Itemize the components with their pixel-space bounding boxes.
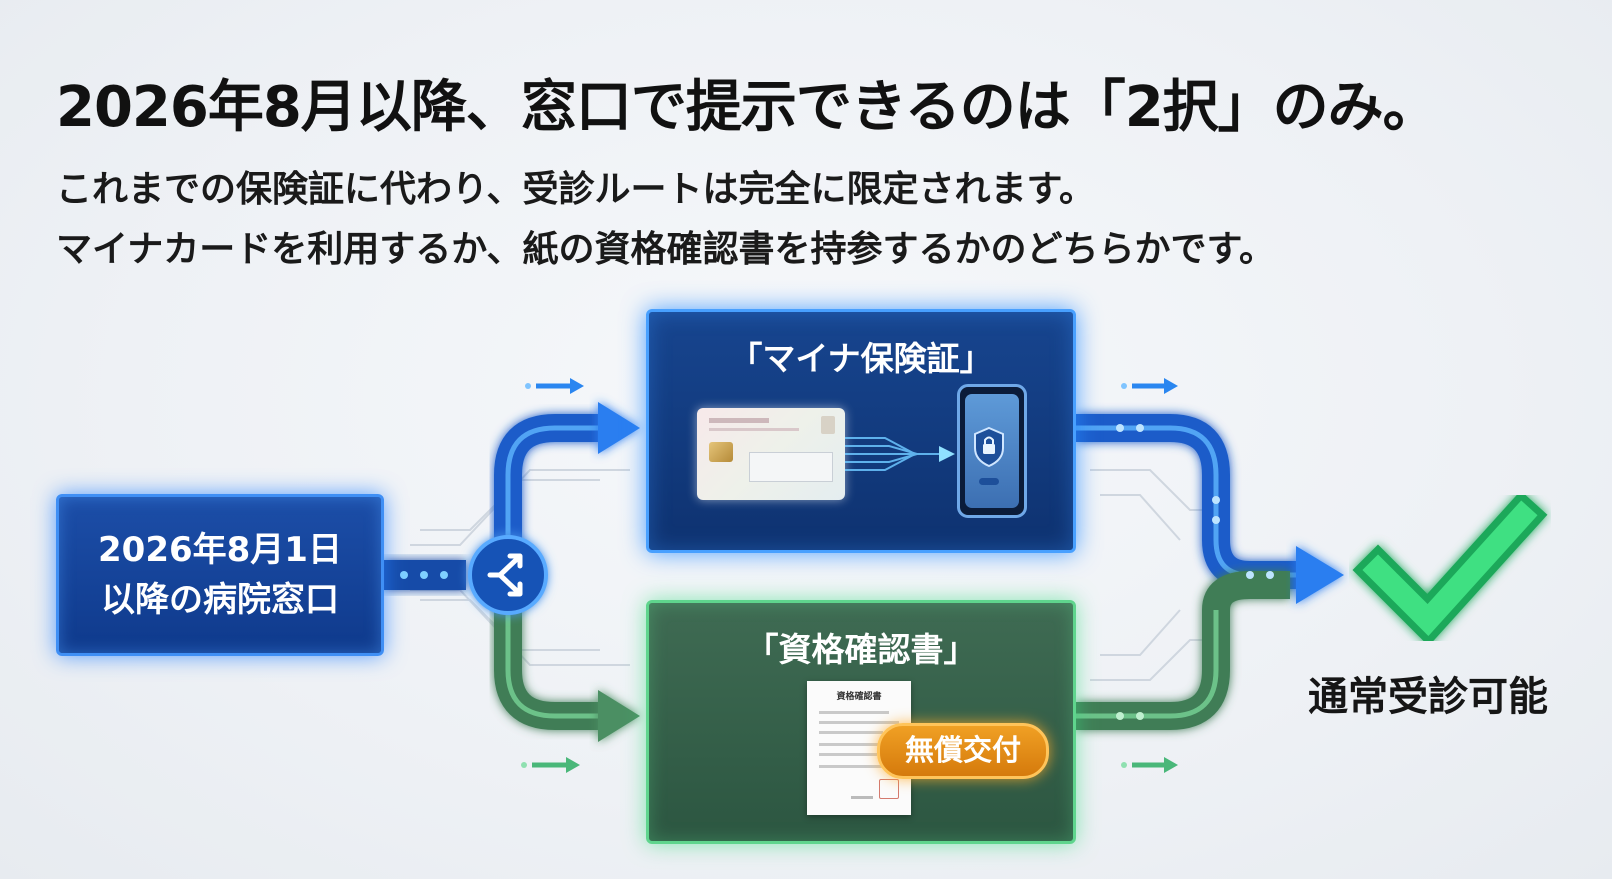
seal-stamp-icon bbox=[879, 779, 899, 799]
subtitle-line-2: マイナカードを利用するか、紙の資格確認書を持参するかのどちらかです。 bbox=[56, 229, 1275, 270]
merge-dots bbox=[1116, 424, 1274, 579]
page-title: 2026年8月以降、窓口で提示できるのは「2択」のみ。 bbox=[56, 75, 1439, 140]
route-mynumber-pipe bbox=[494, 414, 600, 548]
small-arrows bbox=[521, 378, 1178, 773]
route-mynumber-title: 「マイナ保険証」 bbox=[729, 339, 993, 378]
split-node bbox=[468, 535, 548, 615]
id-card-icon bbox=[697, 408, 845, 500]
subtitle-line-1: これまでの保険証に代わり、受診ルートは完全に限定されます。 bbox=[56, 169, 1095, 210]
scan-beam bbox=[845, 437, 955, 471]
merge-pipe-lower bbox=[1076, 571, 1290, 730]
document-title: 資格確認書 bbox=[836, 692, 882, 702]
result-label: 通常受診可能 bbox=[1308, 674, 1548, 720]
start-line-1: 2026年8月1日 bbox=[98, 530, 342, 570]
route-certificate-title: 「資格確認書」 bbox=[745, 630, 977, 669]
route-certificate-box: 「資格確認書」 資格確認書 無償交付 bbox=[646, 600, 1076, 844]
flow-dots bbox=[400, 571, 448, 579]
merge-arrow bbox=[1296, 546, 1344, 604]
split-icon bbox=[487, 553, 523, 597]
route-mynumber-arrow bbox=[598, 402, 640, 454]
smartphone-shield-icon bbox=[957, 384, 1027, 518]
route-certificate-pipe bbox=[494, 600, 600, 730]
merge-pipe-upper bbox=[1076, 414, 1300, 589]
route-certificate-arrow bbox=[598, 690, 640, 742]
route-mynumber-box: 「マイナ保険証」 bbox=[646, 309, 1076, 553]
start-line-2: 以降の病院窓口 bbox=[101, 580, 339, 620]
card-chip bbox=[709, 442, 733, 462]
free-issue-badge: 無償交付 bbox=[877, 723, 1049, 779]
start-box: 2026年8月1日 以降の病院窓口 bbox=[56, 494, 384, 656]
